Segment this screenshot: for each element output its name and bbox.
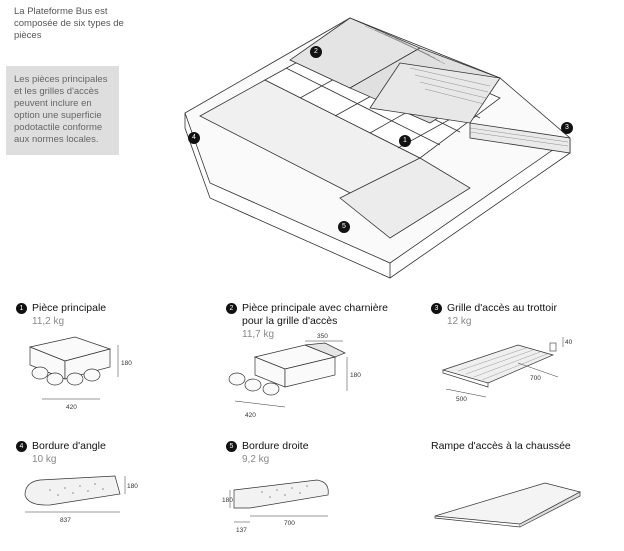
piece-weight: 11,7 kg xyxy=(242,329,275,340)
piece-number: 4 xyxy=(16,441,27,452)
piece-hinge-illustration: 350 180 420 xyxy=(228,333,361,419)
piece-corner-curb: 4 Bordure d'angle 10 kg xyxy=(16,440,206,466)
dim-width: 700 xyxy=(284,520,295,527)
piece-name: Rampe d'accès à la chaussée xyxy=(431,440,571,452)
piece-main-illustration: 420 180 xyxy=(28,336,132,411)
dim-width: 420 xyxy=(245,412,256,419)
piece-main: 1 Pièce principale 11,2 kg xyxy=(16,302,206,328)
piece-grille-illustration: 40 700 500 xyxy=(441,337,573,403)
piece-ramp: Rampe d'accès à la chaussée xyxy=(431,440,611,453)
piece-corner-illustration: 180 837 xyxy=(24,475,138,524)
piece-straight-illustration: 180 700 137 xyxy=(222,479,329,534)
piece-number: 5 xyxy=(226,441,237,452)
note-text: Les pièces principales et les grilles d'… xyxy=(14,74,108,145)
note-box: Les pièces principales et les grilles d'… xyxy=(6,66,119,155)
piece-number: 3 xyxy=(431,303,442,314)
dim-depth: 700 xyxy=(530,375,541,382)
dim-depth: 350 xyxy=(317,333,328,340)
dim-height: 40 xyxy=(565,339,573,346)
dim-depth: 137 xyxy=(236,527,247,534)
piece-number: 1 xyxy=(16,303,27,314)
dim-height: 180 xyxy=(350,372,361,379)
piece-ramp-illustration xyxy=(434,482,581,528)
piece-main-hinge: 2 Pièce principale avec charnière pour la… xyxy=(226,302,396,341)
piece-name: Pièce principale xyxy=(32,302,107,314)
piece-weight: 9,2 kg xyxy=(242,454,270,465)
piece-name: Grille d'accès au trottoir xyxy=(447,302,557,314)
dim-height: 180 xyxy=(222,497,233,504)
dim-height: 180 xyxy=(127,483,138,490)
piece-name: Bordure d'angle xyxy=(32,440,106,452)
callout-4: 4 xyxy=(188,132,200,144)
intro-text: La Plateforme Bus est composée de six ty… xyxy=(14,6,124,41)
callout-1: 1 xyxy=(399,135,411,147)
platform-illustration xyxy=(184,17,571,279)
piece-weight: 11,2 kg xyxy=(32,316,65,327)
callout-3: 3 xyxy=(561,122,573,134)
dim-height: 180 xyxy=(121,360,132,367)
piece-weight: 10 kg xyxy=(32,454,57,465)
callout-5: 5 xyxy=(338,221,350,233)
piece-name: Bordure droite xyxy=(242,440,309,452)
piece-access-grille: 3 Grille d'accès au trottoir 12 kg xyxy=(431,302,611,328)
piece-number: 2 xyxy=(226,303,237,314)
piece-weight: 12 kg xyxy=(447,316,472,327)
callout-2: 2 xyxy=(310,46,322,58)
piece-name: Pièce principale avec charnière pour la … xyxy=(242,302,388,327)
dim-width: 837 xyxy=(60,517,71,524)
dim-width: 500 xyxy=(456,396,467,403)
dim-width: 420 xyxy=(66,404,77,411)
piece-straight-curb: 5 Bordure droite 9,2 kg xyxy=(226,440,396,466)
